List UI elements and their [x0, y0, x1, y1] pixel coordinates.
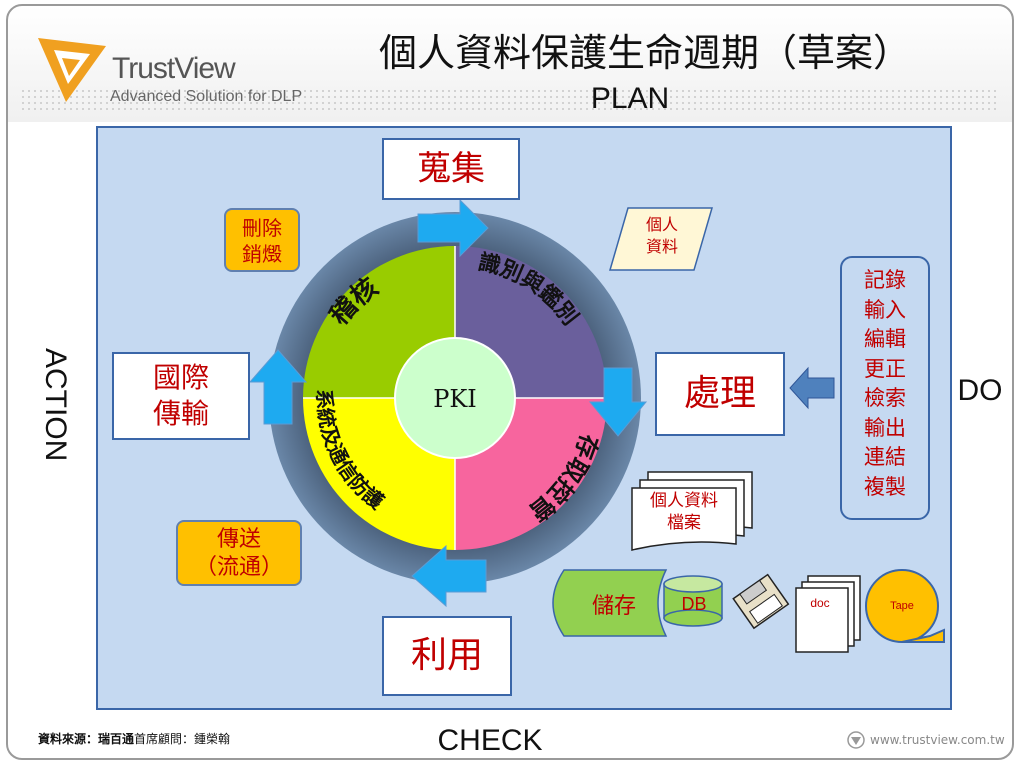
- personal-data-shape: [609, 207, 713, 271]
- step-delete-box: 刪除 銷燬: [224, 208, 300, 272]
- tape-label: Tape: [890, 600, 914, 612]
- step-intl-transfer-line1: 國際: [152, 361, 209, 394]
- step-intl-transfer-line2: 傳輸: [152, 397, 209, 430]
- floppy-disk-icon: [732, 573, 790, 630]
- personal-data-label: 個人 資料: [620, 214, 704, 258]
- doc-label: doc: [810, 596, 830, 610]
- storage-shape: [552, 569, 668, 637]
- phase-check-label: CHECK: [437, 724, 543, 757]
- step-delete-line2: 銷燬: [242, 242, 282, 266]
- operation-item: 更正: [864, 356, 906, 381]
- operation-item: 複製: [864, 474, 906, 499]
- operation-item: 編輯: [864, 327, 906, 351]
- step-collect-label: 蒐集: [417, 149, 485, 189]
- arrow-ops-to-process: [789, 366, 835, 410]
- storage-label: 儲存: [591, 594, 636, 619]
- step-transmit-box: 傳送 （流通）: [176, 520, 302, 586]
- operation-item: 檢索: [864, 386, 906, 410]
- personal-data-file-label: 個人資料 檔案: [632, 490, 736, 534]
- step-process-box: 處理: [655, 352, 785, 436]
- pki-label: PKI: [433, 385, 477, 413]
- operation-item: 輸入: [864, 297, 906, 322]
- arrow-collect-to-identify: [417, 198, 489, 258]
- tape-icon: [865, 569, 945, 643]
- step-collect-box: 蒐集: [382, 138, 520, 200]
- operation-item: 記錄: [864, 268, 906, 292]
- logo-name: TrustView: [112, 52, 236, 85]
- personal-data-file-icon: [631, 471, 753, 551]
- website-logo-icon: [847, 731, 865, 749]
- slide-title: 個人資料保護生命週期（草案）: [378, 31, 911, 75]
- operation-item: 連結: [864, 445, 906, 469]
- operations-box: 記錄 輸入 編輯 更正 檢索 輸出 連結 複製: [840, 256, 930, 520]
- logo-subtitle: Advanced Solution for DLP: [110, 88, 303, 105]
- phase-plan-label: PLAN: [590, 82, 670, 115]
- phase-do-label: DO: [957, 374, 1003, 407]
- source-note: 資料來源：瑞百通首席顧問：鍾榮翰: [38, 730, 230, 747]
- personal-data-line2: 資料: [645, 237, 678, 256]
- step-transmit-line1: 傳送: [216, 527, 261, 552]
- arrow-access-to-use: [411, 544, 487, 608]
- source-bold: 資料來源：瑞百通: [38, 732, 135, 746]
- pki-center: [394, 337, 516, 459]
- website-url: www.trustview.com.tw: [870, 733, 1005, 747]
- trustview-logo-icon: [38, 38, 106, 102]
- operation-item: 輸出: [864, 415, 906, 440]
- arrow-system-to-intl: [248, 349, 308, 425]
- slide-frame: [6, 4, 1014, 760]
- source-rest: 首席顧問：鍾榮翰: [134, 732, 231, 746]
- personal-data-file-line1: 個人資料: [650, 491, 718, 511]
- header-dot-pattern: [20, 88, 1000, 114]
- personal-data-file-line2: 檔案: [667, 513, 701, 533]
- phase-action-label: ACTION: [39, 348, 72, 462]
- arrow-identify-to-process: [588, 367, 648, 437]
- step-delete-line1: 刪除: [242, 216, 282, 240]
- database-icon: [663, 575, 723, 627]
- step-use-box: 利用: [382, 616, 512, 696]
- personal-data-line1: 個人: [645, 215, 678, 234]
- db-label: DB: [681, 594, 707, 614]
- step-intl-transfer-box: 國際 傳輸: [112, 352, 250, 440]
- step-use-label: 利用: [410, 635, 483, 676]
- step-transmit-line2: （流通）: [194, 555, 283, 580]
- step-process-label: 處理: [683, 373, 756, 414]
- doc-stack-icon: [795, 575, 861, 653]
